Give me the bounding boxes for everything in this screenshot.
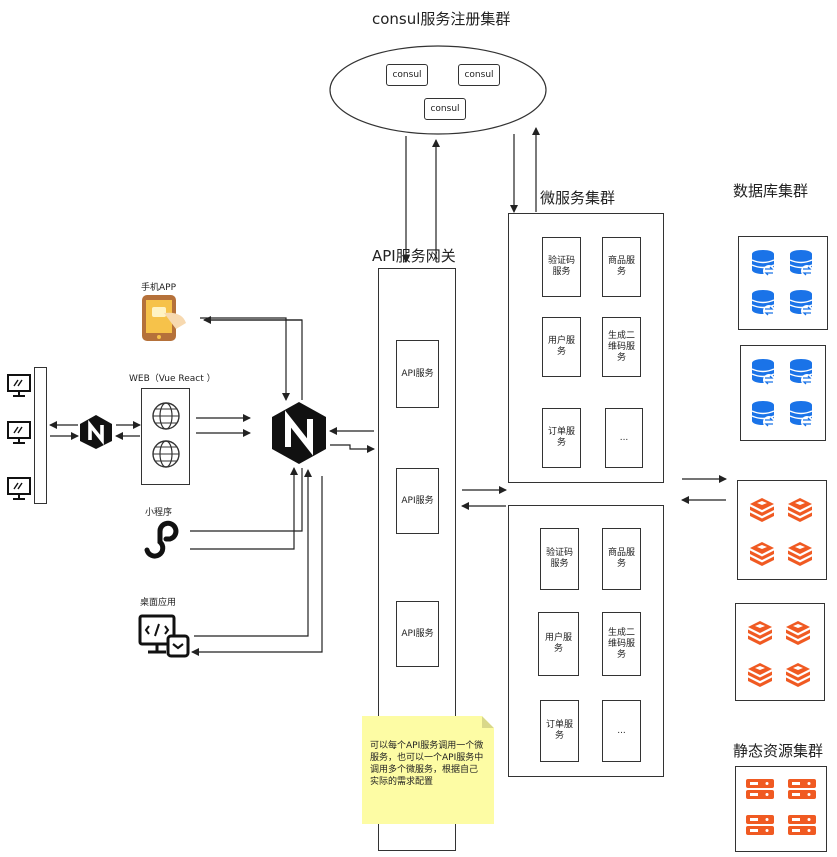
database-cluster-title: 数据库集群 bbox=[733, 182, 809, 200]
monitor-icon bbox=[7, 374, 31, 397]
microservice: 验证码服务 bbox=[540, 528, 579, 590]
nginx-icon bbox=[272, 402, 326, 464]
database-icon bbox=[751, 358, 814, 429]
monitor-icon bbox=[7, 421, 31, 444]
microservice: ... bbox=[605, 408, 643, 468]
server-icon bbox=[746, 779, 816, 835]
microservice: 用户服务 bbox=[538, 612, 579, 676]
consul-node: consul bbox=[458, 64, 500, 86]
api-service: API服务 bbox=[396, 340, 439, 408]
microservice: 商品服务 bbox=[602, 237, 641, 297]
redis-icon bbox=[747, 620, 811, 688]
monitor-icon bbox=[7, 477, 31, 500]
mini-program-icon bbox=[144, 520, 179, 559]
microservice: 验证码服务 bbox=[542, 237, 581, 297]
cache-box bbox=[737, 480, 827, 580]
microservices-title: 微服务集群 bbox=[540, 189, 616, 207]
database-icon bbox=[751, 249, 814, 318]
consul-node: consul bbox=[424, 98, 466, 120]
microservice: 生成二维码服务 bbox=[602, 317, 641, 377]
globe-icon bbox=[152, 402, 180, 430]
redis-icon bbox=[749, 497, 813, 567]
microservice: 生成二维码服务 bbox=[602, 612, 641, 676]
globe-icon bbox=[152, 440, 180, 468]
microservice: 商品服务 bbox=[602, 528, 641, 590]
consul-node: consul bbox=[386, 64, 428, 86]
web-container bbox=[141, 388, 190, 485]
database-box bbox=[740, 345, 826, 441]
api-service: API服务 bbox=[396, 468, 439, 534]
microservice: 用户服务 bbox=[542, 317, 581, 377]
consul-cluster-ellipse bbox=[329, 45, 547, 135]
client-rack bbox=[34, 367, 47, 504]
database-box bbox=[738, 236, 828, 330]
mini-program-label: 小程序 bbox=[145, 508, 173, 518]
microservice: ... bbox=[602, 700, 641, 762]
desktop-app-label: 桌面应用 bbox=[140, 598, 177, 608]
mobile-app-label: 手机APP bbox=[141, 283, 177, 293]
static-cluster-title: 静态资源集群 bbox=[733, 742, 824, 760]
consul-cluster-title: consul服务注册集群 bbox=[372, 10, 511, 28]
note-fold bbox=[482, 716, 494, 728]
desktop-app-icon bbox=[138, 614, 190, 658]
cache-box bbox=[735, 603, 825, 701]
web-label: WEB（Vue React ） bbox=[129, 374, 216, 384]
api-service: API服务 bbox=[396, 601, 439, 667]
gateway-title: API服务网关 bbox=[372, 247, 456, 265]
microservice: 订单服务 bbox=[540, 700, 579, 762]
microservice: 订单服务 bbox=[542, 408, 581, 468]
mobile-app-icon bbox=[142, 295, 186, 341]
sticky-note: 可以每个API服务调用一个微服务，也可以一个API服务中调用多个微服务，根据自己… bbox=[362, 716, 494, 824]
note-text: 可以每个API服务调用一个微服务，也可以一个API服务中调用多个微服务，根据自己… bbox=[370, 741, 484, 787]
nginx-icon bbox=[80, 415, 112, 449]
static-box bbox=[735, 766, 827, 852]
